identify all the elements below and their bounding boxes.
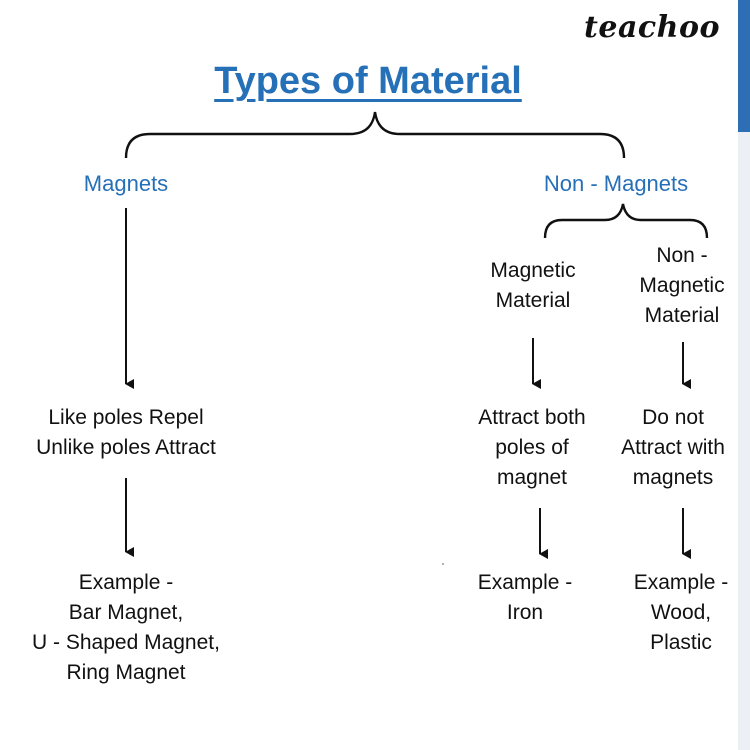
magnets-property-line: Like poles Repel [48, 406, 204, 429]
magnetic-example-line: Example - [477, 571, 573, 594]
side-bar-accent [738, 0, 750, 132]
magnets-example: Example - Bar Magnet, U - Shaped Magnet,… [6, 568, 246, 688]
magnetic-example-line: Iron [506, 601, 544, 624]
non-magnetic-material-node: Non - Magnetic Material [626, 241, 738, 331]
non-magnetic-property-line: Attract with [621, 436, 725, 459]
magnetic-property-line: poles of [495, 436, 569, 459]
side-bar [738, 0, 750, 750]
diagram-title: Types of Material [214, 60, 522, 102]
brand-logo: teachoo [584, 10, 720, 45]
stray-dot [442, 563, 444, 565]
magnetic-property-line: Attract both [478, 406, 586, 429]
magnetic-material-line: Magnetic [490, 259, 576, 282]
magnetic-property-line: magnet [496, 466, 568, 489]
magnetic-material-property: Attract both poles of magnet [462, 403, 602, 493]
magnets-example-line: Ring Magnet [66, 661, 186, 684]
non-magnets-label: Non - Magnets [543, 171, 689, 196]
magnetic-material-line: Material [495, 289, 571, 312]
magnets-property-line: Unlike poles Attract [36, 436, 216, 459]
non-magnets-heading: Non - Magnets [516, 169, 716, 199]
non-magnetic-material-line: Non - [656, 244, 708, 267]
magnets-label: Magnets [83, 171, 169, 196]
non-magnetic-property-line: Do not [642, 406, 704, 429]
magnetic-material-example: Example - Iron [460, 568, 590, 628]
non-magnetic-example-line: Plastic [650, 631, 712, 654]
magnets-property: Like poles Repel Unlike poles Attract [6, 403, 246, 463]
non-magnetic-property-line: magnets [632, 466, 714, 489]
magnets-example-line: U - Shaped Magnet, [32, 631, 220, 654]
non-magnetic-example-line: Example - [633, 571, 729, 594]
non-magnetic-material-line: Magnetic [639, 274, 725, 297]
magnets-example-line: Example - [78, 571, 174, 594]
magnets-heading: Magnets [46, 169, 206, 199]
non-magnetic-material-line: Material [644, 304, 720, 327]
non-magnetic-material-example: Example - Wood, Plastic [624, 568, 738, 658]
magnets-example-line: Bar Magnet, [68, 601, 184, 624]
sub-brace [543, 203, 709, 239]
non-magnetic-material-property: Do not Attract with magnets [608, 403, 738, 493]
magnetic-material-node: Magnetic Material [468, 256, 598, 316]
top-brace [124, 111, 626, 159]
non-magnetic-example-line: Wood, [650, 601, 712, 624]
